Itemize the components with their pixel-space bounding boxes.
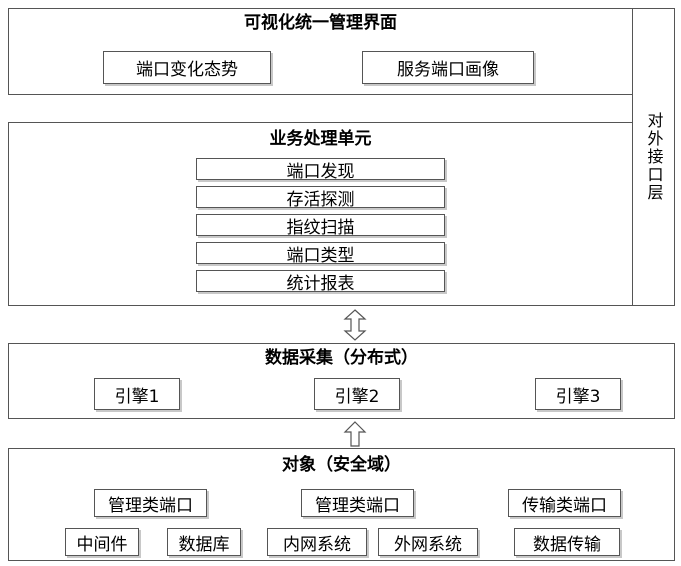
- mgmt-port-box-2: 管理类端口: [301, 489, 414, 517]
- collect-layer: 数据采集（分布式） 引擎1 引擎2 引擎3: [8, 343, 675, 419]
- visual-layer-title: 可视化统一管理界面: [244, 13, 397, 33]
- business-layer: 业务处理单元 端口发现 存活探测 指纹扫描 端口类型 统计报表: [8, 122, 633, 306]
- engine-2-box: 引擎2: [314, 378, 400, 410]
- visual-layer: 可视化统一管理界面 端口变化态势 服务端口画像: [8, 8, 633, 95]
- engine-3-box: 引擎3: [535, 378, 621, 410]
- service-port-profile-box: 服务端口画像: [362, 51, 534, 84]
- stats-report-box: 统计报表: [196, 270, 445, 294]
- port-change-trend-box: 端口变化态势: [103, 51, 271, 84]
- intranet-system-box: 内网系统: [267, 528, 367, 556]
- double-arrow-icon: [343, 309, 367, 341]
- mgmt-port-box-1: 管理类端口: [94, 489, 207, 517]
- object-layer: 对象（安全域） 管理类端口 管理类端口 传输类端口 中间件 数据库 内网系统 外…: [8, 448, 675, 561]
- port-discovery-box: 端口发现: [196, 158, 445, 182]
- database-box: 数据库: [167, 528, 241, 556]
- fingerprint-scan-box: 指纹扫描: [196, 214, 445, 238]
- data-transfer-box: 数据传输: [514, 528, 620, 556]
- up-arrow-icon: [343, 421, 367, 447]
- engine-1-box: 引擎1: [94, 378, 180, 410]
- liveness-probe-box: 存活探测: [196, 186, 445, 210]
- collect-layer-title: 数据采集（分布式）: [265, 348, 418, 368]
- business-layer-title: 业务处理单元: [269, 129, 372, 149]
- transfer-port-box: 传输类端口: [508, 489, 621, 517]
- port-type-box: 端口类型: [196, 242, 445, 266]
- extranet-system-box: 外网系统: [378, 528, 478, 556]
- middleware-box: 中间件: [65, 528, 139, 556]
- object-layer-title: 对象（安全域）: [282, 455, 401, 475]
- interface-layer-label: 对外接口层: [644, 112, 664, 202]
- interface-layer: 对外接口层: [632, 8, 675, 306]
